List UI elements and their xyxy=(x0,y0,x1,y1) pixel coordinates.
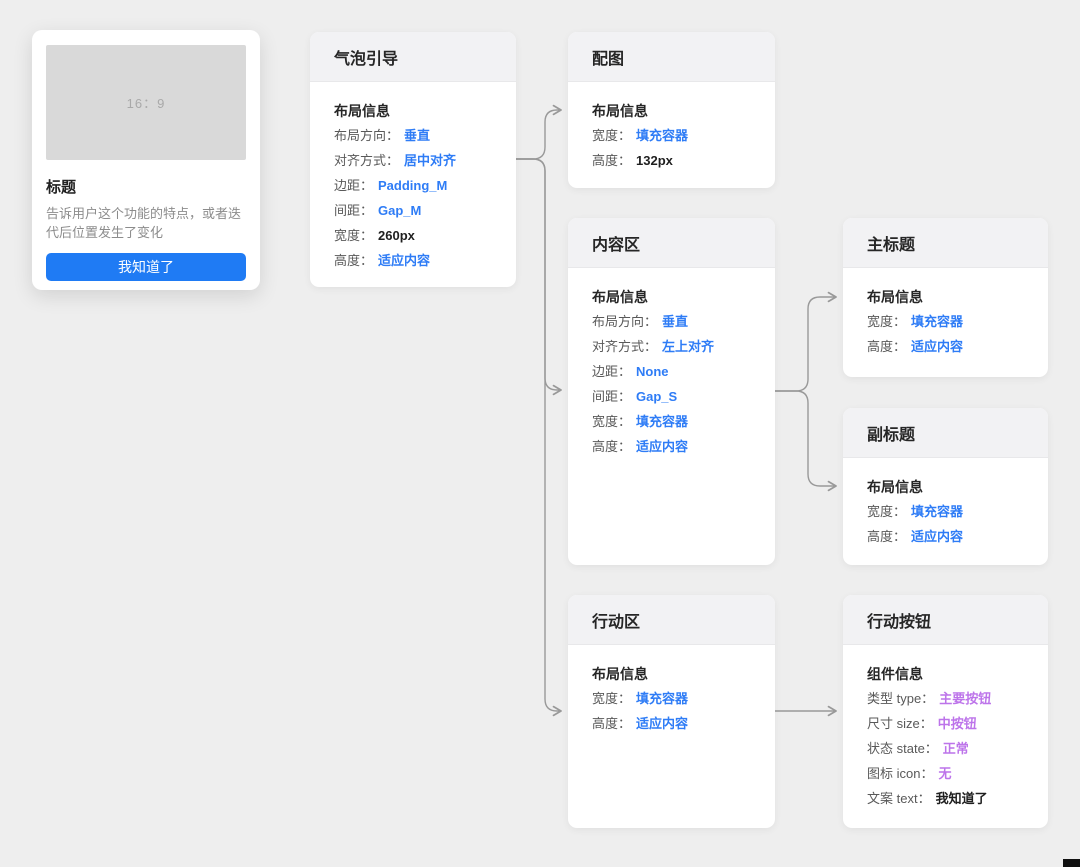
node-card-action-button: 行动按钮 组件信息 类型 type：主要按钮 尺寸 size：中按钮 状态 st… xyxy=(843,595,1048,828)
spec-row: 尺寸 size：中按钮 xyxy=(867,716,977,731)
node-title: 行动按钮 xyxy=(843,595,1048,645)
spec-row: 间距：Gap_M xyxy=(334,203,422,218)
section-title: 布局信息 xyxy=(867,479,923,495)
spec-row: 图标 icon：无 xyxy=(867,766,952,781)
section-title: 布局信息 xyxy=(592,289,648,305)
section-title: 布局信息 xyxy=(592,103,648,119)
node-card-main-title: 主标题 布局信息 宽度：填充容器 高度：适应内容 xyxy=(843,218,1048,377)
bubble-guide-preview-card: 16：9 标题 告诉用户这个功能的特点，或者迭代后位置发生了变化 我知道了 xyxy=(32,30,260,290)
section-title: 布局信息 xyxy=(592,666,648,682)
confirm-button[interactable]: 我知道了 xyxy=(46,253,246,281)
corner-scrollbar-fragment xyxy=(1063,859,1080,867)
spec-row: 高度：适应内容 xyxy=(867,339,964,354)
node-body: 布局信息 布局方向：垂直 对齐方式：居中对齐 边距：Padding_M 间距：G… xyxy=(310,82,516,269)
node-body: 组件信息 类型 type：主要按钮 尺寸 size：中按钮 状态 state：正… xyxy=(843,645,1048,807)
wire-content-to-main-title xyxy=(775,291,837,392)
spec-row: 对齐方式：居中对齐 xyxy=(334,153,457,168)
node-body: 布局信息 宽度：填充容器 高度：适应内容 xyxy=(843,268,1048,355)
spec-row: 宽度：填充容器 xyxy=(592,691,689,706)
spec-row: 高度：132px xyxy=(592,153,673,168)
wire-root-to-action-area xyxy=(515,158,562,717)
preview-description: 告诉用户这个功能的特点，或者迭代后位置发生了变化 xyxy=(46,206,242,240)
node-card-bubble-guide: 气泡引导 布局信息 布局方向：垂直 对齐方式：居中对齐 边距：Padding_M… xyxy=(310,32,516,287)
spec-row: 宽度：填充容器 xyxy=(867,504,964,519)
spec-row: 对齐方式：左上对齐 xyxy=(592,339,715,354)
node-title: 配图 xyxy=(568,32,775,82)
wire-root-to-image xyxy=(515,104,562,160)
node-title: 主标题 xyxy=(843,218,1048,268)
wire-content-to-subtitle xyxy=(775,390,837,492)
spec-row: 宽度：填充容器 xyxy=(592,414,689,429)
preview-title: 标题 xyxy=(46,179,77,196)
spec-row: 状态 state：正常 xyxy=(867,741,969,756)
spec-row: 类型 type：主要按钮 xyxy=(867,691,992,706)
wire-root-to-content xyxy=(515,158,562,396)
node-title: 行动区 xyxy=(568,595,775,645)
spec-row: 宽度：260px xyxy=(334,228,415,243)
node-body: 布局信息 宽度：填充容器 高度：132px xyxy=(568,82,775,169)
spec-row: 高度：适应内容 xyxy=(334,253,431,268)
node-card-content-area: 内容区 布局信息 布局方向：垂直 对齐方式：左上对齐 边距：None 间距：Ga… xyxy=(568,218,775,565)
aspect-ratio-label: 16：9 xyxy=(126,96,166,111)
node-body: 布局信息 宽度：填充容器 高度：适应内容 xyxy=(843,458,1048,545)
spec-row: 高度：适应内容 xyxy=(592,439,689,454)
section-title: 布局信息 xyxy=(867,289,923,305)
node-card-action-area: 行动区 布局信息 宽度：填充容器 高度：适应内容 xyxy=(568,595,775,828)
spec-row: 宽度：填充容器 xyxy=(867,314,964,329)
node-card-image: 配图 布局信息 宽度：填充容器 高度：132px xyxy=(568,32,775,188)
node-body: 布局信息 布局方向：垂直 对齐方式：左上对齐 边距：None 间距：Gap_S … xyxy=(568,268,775,455)
section-title: 组件信息 xyxy=(867,666,923,682)
node-title: 内容区 xyxy=(568,218,775,268)
node-title: 副标题 xyxy=(843,408,1048,458)
spec-row: 高度：适应内容 xyxy=(592,716,689,731)
spec-row: 间距：Gap_S xyxy=(592,389,678,404)
node-title: 气泡引导 xyxy=(310,32,516,82)
spec-row: 布局方向：垂直 xyxy=(334,128,431,143)
spec-row: 文案 text：我知道了 xyxy=(867,791,988,806)
spec-row: 高度：适应内容 xyxy=(867,529,964,544)
spec-row: 宽度：填充容器 xyxy=(592,128,689,143)
node-body: 布局信息 宽度：填充容器 高度：适应内容 xyxy=(568,645,775,732)
image-placeholder: 16：9 xyxy=(46,45,246,160)
spec-row: 边距：None xyxy=(592,364,669,379)
node-card-subtitle: 副标题 布局信息 宽度：填充容器 高度：适应内容 xyxy=(843,408,1048,565)
spec-row: 边距：Padding_M xyxy=(334,178,448,193)
spec-row: 布局方向：垂直 xyxy=(592,314,689,329)
section-title: 布局信息 xyxy=(334,103,390,119)
